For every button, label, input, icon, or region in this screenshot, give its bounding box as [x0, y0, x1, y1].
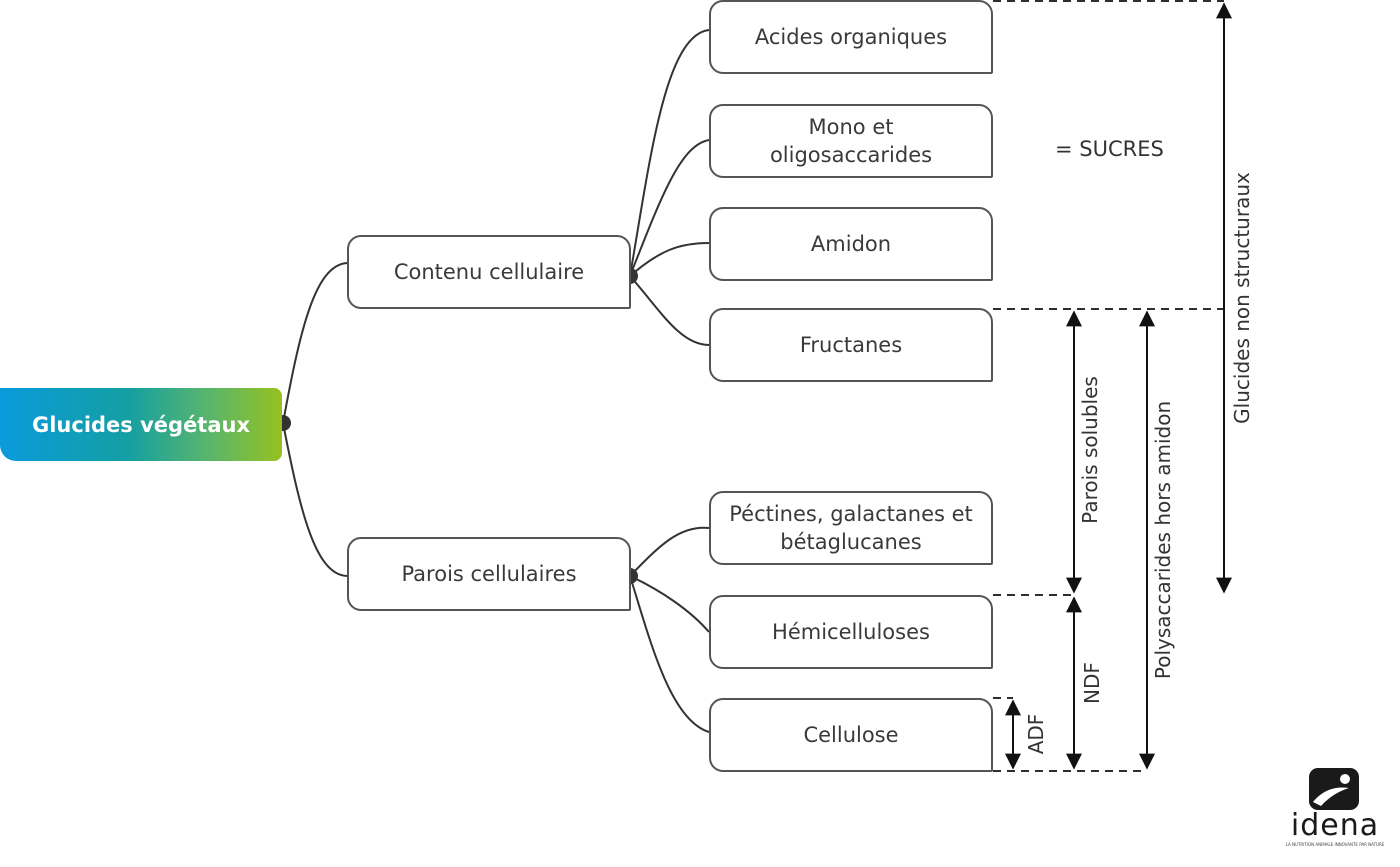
node-mono-oligosaccarides: Mono et oligosaccarides: [709, 104, 993, 178]
link-contenu-amidon: [629, 242, 710, 277]
node-fructanes: Fructanes: [709, 308, 993, 382]
link-parois-cellulose: [629, 575, 710, 733]
logo-wordmark: idena: [1290, 808, 1380, 843]
node-contenu-cellulaire: Contenu cellulaire: [347, 235, 631, 309]
label-parois-solubles: Parois solubles: [1078, 376, 1102, 524]
label-glucides-non-structuraux: Glucides non structuraux: [1230, 172, 1254, 424]
idena-logo-mark-icon: [1309, 768, 1359, 810]
node-cellulose: Cellulose: [709, 698, 993, 772]
label-ndf: NDF: [1080, 662, 1104, 704]
link-parois-hemi: [629, 575, 710, 633]
node-acides-organiques: Acides organiques: [709, 0, 993, 74]
link-contenu-fructanes: [629, 275, 710, 346]
node-label: Cellulose: [803, 723, 899, 747]
node-label: Fructanes: [799, 333, 903, 357]
link-root-contenu: [282, 262, 348, 424]
node-label: Parois cellulaires: [401, 562, 577, 586]
node-label: Acides organiques: [754, 25, 948, 49]
node-amidon: Amidon: [709, 207, 993, 281]
node-parois-cellulaires: Parois cellulaires: [347, 537, 631, 611]
node-label: Mono et oligosaccarides: [769, 115, 933, 167]
label-adf: ADF: [1024, 713, 1048, 755]
label-sucres: = SUCRES: [1055, 137, 1164, 161]
node-hemicelluloses: Hémicelluloses: [709, 595, 993, 669]
link-contenu-mono: [629, 139, 710, 277]
idena-logo: idena LA NUTRITION ANIMALE INNOVANTE PAR…: [1285, 766, 1385, 851]
logo-tagline: LA NUTRITION ANIMALE INNOVANTE PAR NATUR…: [1285, 842, 1385, 847]
label-polysaccarides-hors-amidon: Polysaccarides hors amidon: [1151, 400, 1175, 680]
node-label: Contenu cellulaire: [393, 260, 585, 284]
link-contenu-acides: [629, 29, 710, 277]
node-label: Amidon: [810, 232, 892, 256]
node-pectines-galactanes: Péctines, galactanes et bétaglucanes: [709, 491, 993, 565]
link-parois-pectines: [629, 526, 710, 577]
root-node-glucides-vegetaux: Glucides végétaux: [0, 388, 282, 461]
node-label: Péctines, galactanes et bétaglucanes: [729, 502, 973, 554]
link-root-parois: [282, 422, 348, 577]
node-label: Hémicelluloses: [772, 620, 930, 644]
